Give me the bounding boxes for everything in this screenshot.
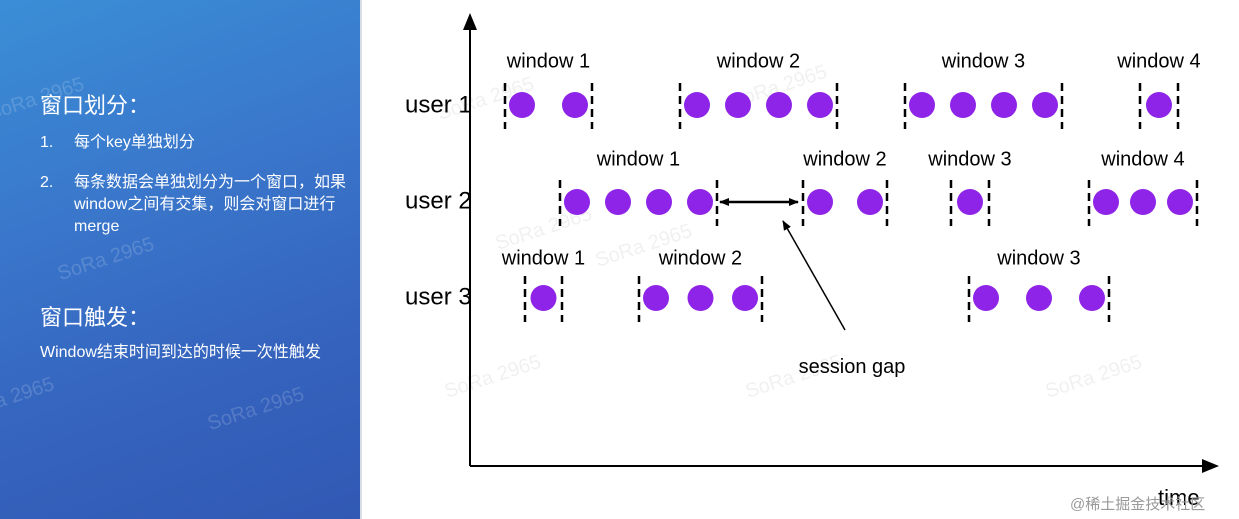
watermark: SoRa 2965: [204, 383, 307, 435]
event-dot: [1026, 285, 1052, 311]
event-dot: [991, 92, 1017, 118]
session-window: window 2: [801, 148, 889, 226]
user-label: user 2: [405, 187, 472, 214]
user-label: user 1: [405, 91, 472, 118]
session-window: window 2: [678, 50, 839, 129]
watermark: SoRa 2965: [0, 373, 57, 425]
session-window: window 3: [903, 50, 1064, 129]
y-axis-arrowhead: [463, 13, 477, 30]
list-text: 每个key单独划分: [74, 134, 195, 151]
window-label: window 3: [996, 247, 1080, 269]
window-label: window 4: [1100, 148, 1184, 170]
session-gap-label: session gap: [799, 356, 906, 378]
session-window: window 3: [967, 247, 1111, 322]
event-dot: [766, 92, 792, 118]
event-dot: [530, 285, 557, 311]
event-dot: [1079, 285, 1105, 311]
partition-title: 窗口划分：: [40, 93, 151, 118]
session-window: window 4: [1087, 148, 1199, 226]
event-dot: [1146, 92, 1172, 118]
window-label: window 2: [802, 148, 886, 170]
event-dot: [687, 189, 713, 215]
window-label: window 2: [658, 247, 742, 269]
event-dot: [605, 189, 631, 215]
session-window: window 1: [503, 50, 594, 129]
watermark: SoRa 2965: [442, 351, 544, 403]
event-dot: [1167, 189, 1193, 215]
panel-divider: [360, 0, 362, 519]
site-tag: @稀土掘金技术社区: [1070, 496, 1206, 513]
event-dot: [509, 92, 535, 118]
event-dot: [684, 92, 710, 118]
event-dot: [1130, 189, 1156, 215]
event-dot: [957, 189, 983, 215]
event-dot: [646, 189, 672, 215]
watermark: SoRa 2965: [54, 233, 157, 285]
session-window: window 1: [558, 148, 719, 226]
event-dot: [973, 285, 999, 311]
event-dot: [732, 285, 758, 311]
window-label: window 1: [596, 148, 680, 170]
event-dot: [562, 92, 588, 118]
left-panel: 窗口划分： 1. 每个key单独划分 2. 每条数据会单独划分为一个窗口，如果w…: [0, 0, 360, 519]
list-number: 1.: [40, 134, 54, 151]
event-dot: [564, 189, 590, 215]
session-window: window 3: [927, 148, 1012, 226]
event-dot: [807, 92, 833, 118]
trigger-text: Window结束时间到达的时候一次性触发: [40, 344, 321, 361]
event-dot: [807, 189, 833, 215]
session-window: window 4: [1116, 50, 1201, 129]
session-window: window 2: [637, 247, 764, 322]
watermark: SoRa 2965: [1043, 351, 1145, 403]
event-dot: [687, 285, 714, 311]
session-window: window 1: [501, 247, 585, 322]
event-dot: [1032, 92, 1058, 118]
trigger-title: 窗口触发：: [40, 305, 151, 330]
event-dot: [950, 92, 976, 118]
event-dot: [725, 92, 751, 118]
window-label: window 4: [1116, 50, 1200, 72]
x-axis-arrowhead: [1202, 459, 1219, 473]
window-label: window 1: [506, 50, 590, 72]
list-number: 2.: [40, 174, 54, 191]
window-label: window 2: [716, 50, 800, 72]
event-dot: [643, 285, 669, 311]
session-gap-pointer: [782, 220, 846, 331]
window-label: window 1: [501, 247, 585, 269]
window-label: window 3: [941, 50, 1025, 72]
list-text: 每条数据会单独划分为一个窗口，如果window之间有交集，则会对窗口进行merg…: [74, 174, 347, 235]
event-dot: [909, 92, 935, 118]
time-axis-label: time: [1158, 485, 1200, 510]
window-label: window 3: [927, 148, 1011, 170]
user-label: user 3: [405, 283, 472, 310]
event-dot: [857, 189, 883, 215]
event-dot: [1093, 189, 1119, 215]
